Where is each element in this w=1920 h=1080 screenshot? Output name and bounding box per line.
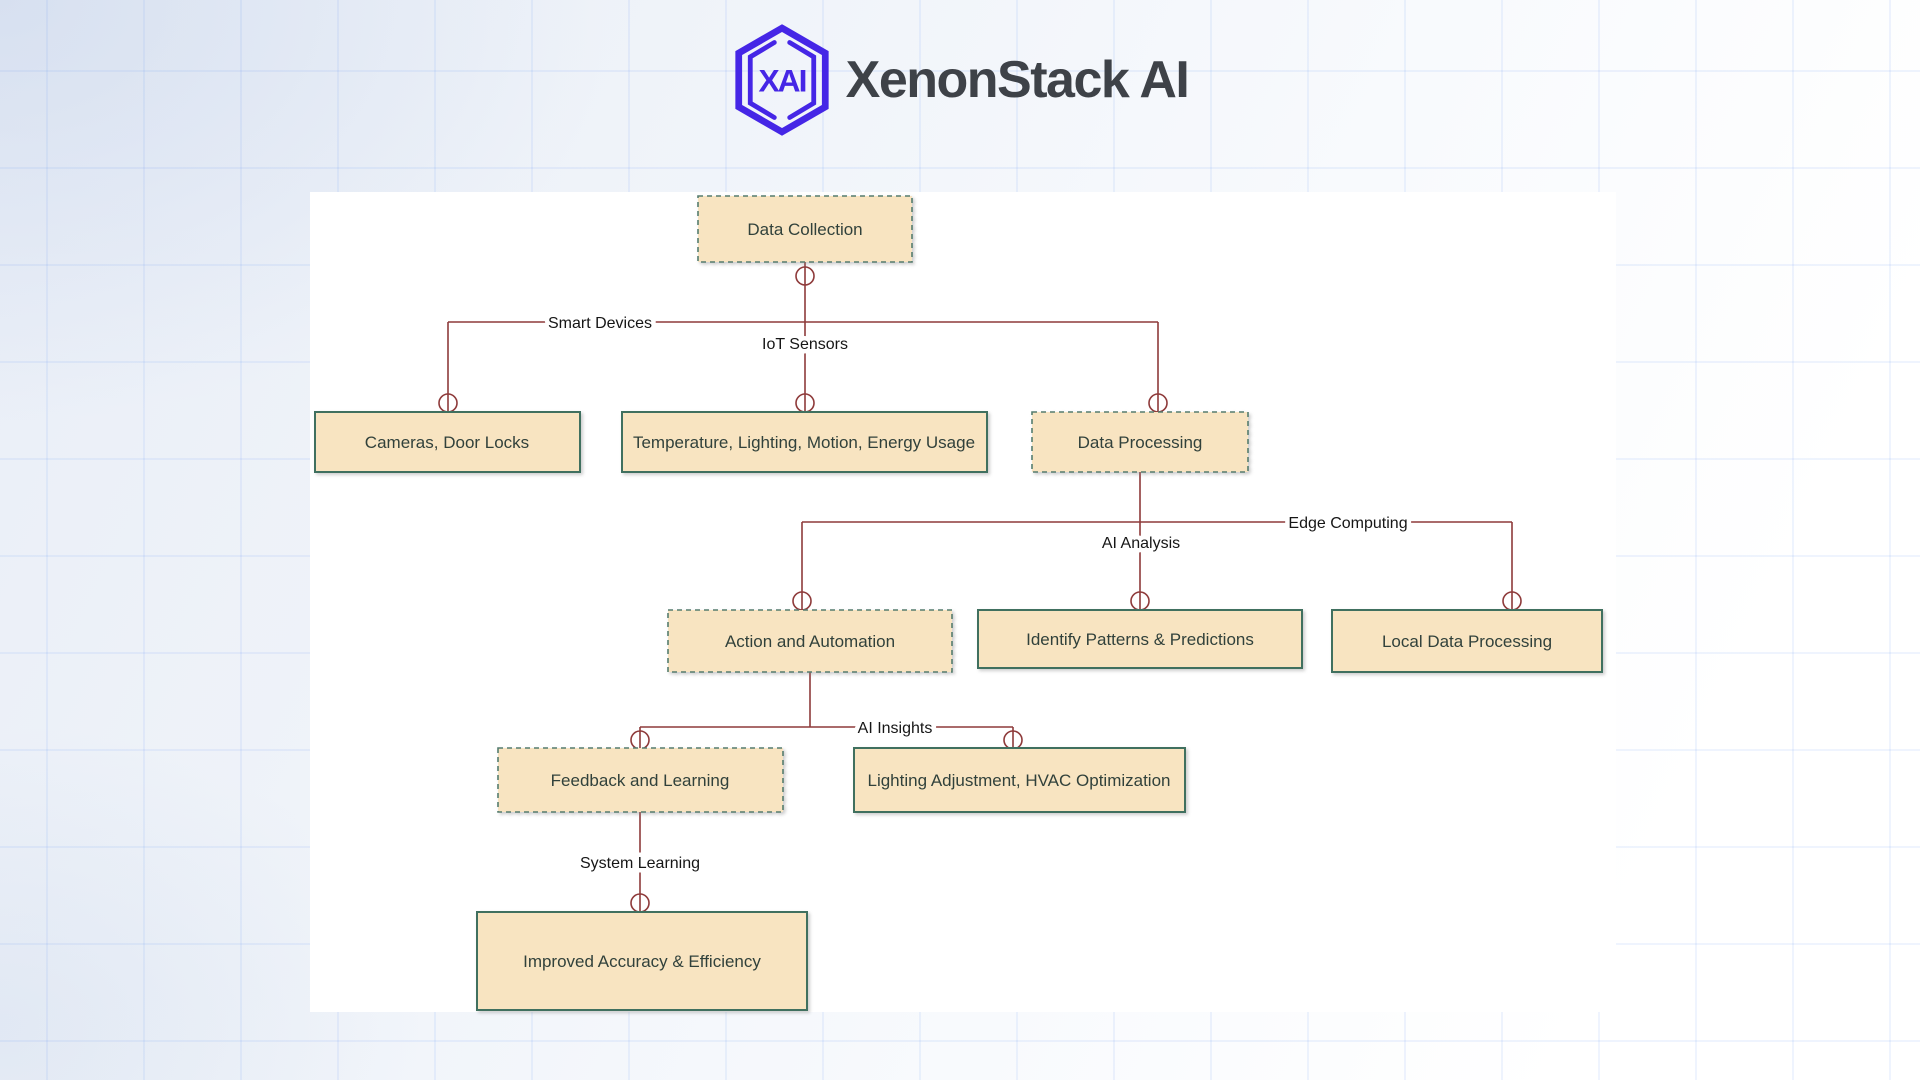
node-label: Improved Accuracy & Efficiency bbox=[523, 952, 761, 971]
logo-monogram-text: XAI bbox=[758, 63, 805, 99]
node-lighting-adjustment[interactable]: Lighting Adjustment, HVAC Optimization bbox=[853, 747, 1186, 813]
edge-label-ai-analysis: AI Analysis bbox=[1102, 535, 1180, 552]
diagram-canvas bbox=[310, 192, 1616, 1012]
node-label: Action and Automation bbox=[725, 632, 895, 651]
node-label: Local Data Processing bbox=[1382, 632, 1552, 651]
edge-label-ai-insights: AI Insights bbox=[858, 720, 933, 737]
logo-left-bracket bbox=[747, 40, 777, 120]
node-improved-accuracy[interactable]: Improved Accuracy & Efficiency bbox=[476, 911, 808, 1011]
node-label: Temperature, Lighting, Motion, Energy Us… bbox=[633, 433, 975, 452]
node-label: Identify Patterns & Predictions bbox=[1026, 630, 1254, 649]
node-feedback-learning[interactable]: Feedback and Learning bbox=[497, 747, 784, 813]
edge-lines bbox=[447, 262, 1513, 912]
node-temperature-sensors[interactable]: Temperature, Lighting, Motion, Energy Us… bbox=[621, 411, 988, 473]
node-local-data-processing[interactable]: Local Data Processing bbox=[1331, 609, 1603, 673]
edge-label-edge-computing: Edge Computing bbox=[1288, 515, 1407, 532]
edge-label-smart-devices: Smart Devices bbox=[548, 315, 652, 332]
node-label: Data Processing bbox=[1078, 433, 1203, 452]
edge-label-system-learning: System Learning bbox=[580, 855, 700, 872]
logo-right-bracket bbox=[786, 40, 816, 120]
node-label: Lighting Adjustment, HVAC Optimization bbox=[868, 771, 1171, 790]
edge-label-iot-sensors: IoT Sensors bbox=[762, 336, 848, 353]
node-data-collection[interactable]: Data Collection bbox=[697, 195, 913, 263]
node-action-automation[interactable]: Action and Automation bbox=[667, 609, 953, 673]
xenonstack-logo-icon: XAI bbox=[735, 24, 829, 136]
node-label: Data Collection bbox=[747, 220, 862, 239]
node-label: Feedback and Learning bbox=[551, 771, 730, 790]
terminal-circle bbox=[795, 266, 815, 286]
logo-outer-hexagon bbox=[735, 24, 829, 136]
page-header: XAI XenonStack AI bbox=[0, 0, 1920, 160]
brand-title: XenonStack AI bbox=[845, 51, 1190, 109]
node-label: Cameras, Door Locks bbox=[365, 433, 529, 452]
node-identify-patterns[interactable]: Identify Patterns & Predictions bbox=[977, 609, 1303, 669]
edge-terminals bbox=[438, 266, 1522, 913]
node-data-processing[interactable]: Data Processing bbox=[1031, 411, 1249, 473]
node-cameras-door-locks[interactable]: Cameras, Door Locks bbox=[314, 411, 581, 473]
